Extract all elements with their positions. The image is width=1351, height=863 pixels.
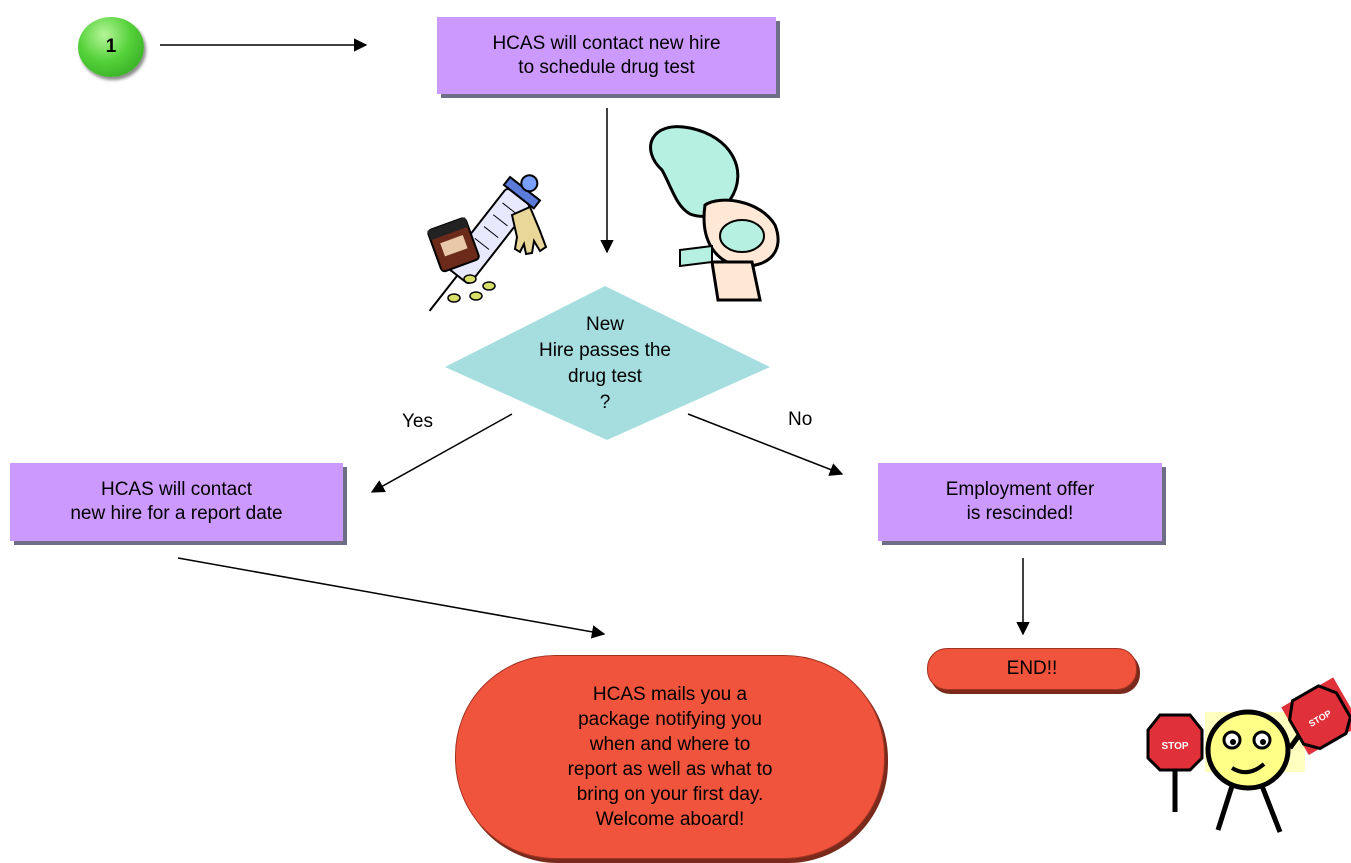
node-offer-rescinded: Employment offer is rescinded! [878, 463, 1162, 541]
arrow-report-to-mail [177, 557, 606, 639]
decision-diamond [445, 286, 770, 440]
stop-sign-right-icon [1288, 684, 1351, 751]
stop-sign-left-icon [1146, 713, 1204, 772]
node-contact-drug-test: HCAS will contact new hire to schedule d… [437, 17, 776, 94]
label-no: No [788, 409, 813, 430]
label-yes: Yes [402, 411, 433, 432]
decision-text: New Hire passes the drug test ? [538, 314, 671, 413]
node-mail-package: HCAS mails you a package notifying you w… [455, 655, 885, 859]
stop-sign-left-text: STOP [1161, 741, 1188, 752]
stop-character-clipart: STOP STOP [1146, 677, 1351, 833]
toilet-clipart [649, 125, 780, 302]
node-contact-report-date: HCAS will contact new hire for a report … [10, 463, 343, 541]
step-badge: 1 [78, 17, 144, 77]
node-end: END!! [927, 648, 1137, 690]
arrow-no [687, 413, 844, 476]
arrow-yes [370, 413, 513, 493]
drug-clipart [427, 174, 548, 312]
